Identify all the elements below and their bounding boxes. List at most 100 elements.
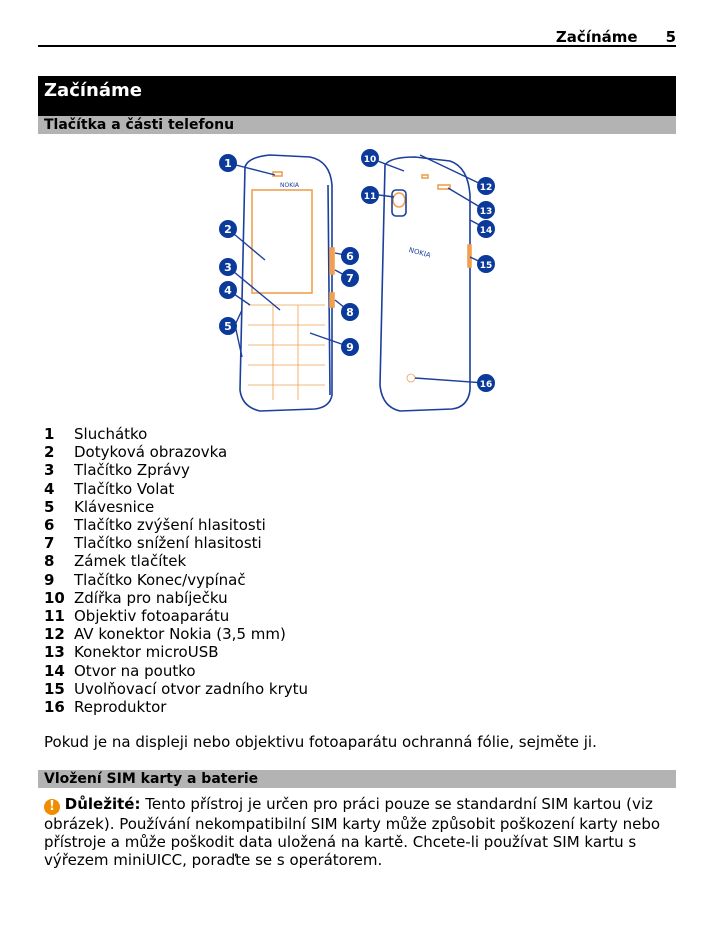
- svg-text:9: 9: [346, 341, 354, 354]
- svg-text:10: 10: [364, 155, 377, 165]
- list-item: 2 Dotyková obrazovka: [44, 443, 308, 461]
- important-notice: ! Důležité: Tento přístroj je určen pro …: [44, 795, 674, 869]
- running-header: Začínáme 5: [556, 28, 676, 46]
- item-label: Zdířka pro nabíječku: [74, 588, 228, 607]
- callout-12: 12: [477, 177, 495, 195]
- item-label: Dotyková obrazovka: [74, 443, 228, 462]
- svg-text:8: 8: [346, 306, 354, 319]
- svg-text:4: 4: [224, 284, 232, 297]
- list-item: 15 Uvolňovací otvor zadního krytu: [44, 680, 308, 698]
- item-number: 7: [44, 534, 55, 553]
- item-label: AV konektor Nokia (3,5 mm): [74, 625, 286, 644]
- svg-text:11: 11: [364, 192, 377, 202]
- svg-text:16: 16: [480, 380, 493, 390]
- list-item: 14 Otvor na poutko: [44, 662, 308, 680]
- callout-13: 13: [477, 201, 495, 219]
- section-heading-sim-battery: Vložení SIM karty a baterie: [38, 770, 676, 788]
- item-number: 16: [44, 698, 65, 717]
- item-number: 1: [44, 425, 55, 443]
- item-number: 10: [44, 588, 65, 607]
- keypad: [248, 304, 325, 400]
- touch-screen: [251, 189, 313, 294]
- svg-text:7: 7: [346, 272, 354, 285]
- protective-film-note: Pokud je na displeji nebo objektivu foto…: [44, 733, 597, 751]
- callout-11: 11: [361, 186, 379, 204]
- item-number: 11: [44, 607, 65, 626]
- item-label: Tlačítko snížení hlasitosti: [74, 534, 262, 553]
- svg-text:2: 2: [224, 223, 232, 236]
- svg-text:12: 12: [480, 183, 493, 193]
- item-number: 3: [44, 461, 55, 480]
- important-label: Důležité:: [64, 795, 141, 813]
- callout-4: 4: [219, 281, 237, 299]
- header-rule: [38, 45, 676, 47]
- parts-list: 1 Sluchátko 2 Dotyková obrazovka 3 Tlačítko Z…: [44, 425, 308, 716]
- item-label: Otvor na poutko: [74, 661, 196, 680]
- item-label: Tlačítko Volat: [74, 479, 175, 498]
- svg-text:6: 6: [346, 250, 354, 263]
- item-number: 14: [44, 661, 65, 680]
- list-item: 13 Konektor microUSB: [44, 643, 308, 661]
- list-item: 7 Tlačítko snížení hlasitosti: [44, 534, 308, 552]
- back-logo: NOKIA: [408, 246, 432, 260]
- item-number: 13: [44, 643, 65, 662]
- svg-text:13: 13: [480, 207, 493, 217]
- callout-6: 6: [341, 247, 359, 265]
- item-number: 8: [44, 552, 55, 571]
- item-label: Objektiv fotoaparátu: [74, 607, 230, 626]
- item-label: Reproduktor: [74, 698, 167, 717]
- item-number: 12: [44, 625, 65, 644]
- callout-9: 9: [341, 338, 359, 356]
- phone-parts-diagram: NOKIA NOKIA 1 2 3 4 5: [219, 149, 495, 412]
- item-number: 2: [44, 443, 55, 462]
- page-number: 5: [665, 28, 676, 46]
- list-item: 11 Objektiv fotoaparátu: [44, 607, 308, 625]
- front-logo: NOKIA: [280, 182, 300, 189]
- callout-14: 14: [477, 220, 495, 238]
- svg-text:5: 5: [224, 320, 232, 333]
- list-item: 12 AV konektor Nokia (3,5 mm): [44, 625, 308, 643]
- item-label: Zámek tlačítek: [74, 552, 187, 571]
- item-label: Uvolňovací otvor zadního krytu: [74, 679, 309, 698]
- callout-1: 1: [219, 154, 237, 172]
- item-label: Konektor microUSB: [74, 643, 219, 662]
- list-item: 10 Zdířka pro nabíječku: [44, 589, 308, 607]
- callouts: 1 2 3 4 5 6 7 8 9 10 11 12 13 14 15 16: [219, 149, 495, 392]
- callout-10: 10: [361, 149, 379, 167]
- chapter-title: Začínáme: [38, 76, 676, 116]
- item-number: 15: [44, 679, 65, 698]
- list-item: 3 Tlačítko Zprávy: [44, 461, 308, 479]
- section-heading-buttons-parts: Tlačítka a části telefonu: [38, 116, 676, 134]
- item-number: 5: [44, 497, 55, 516]
- callout-5: 5: [219, 317, 237, 335]
- callout-2: 2: [219, 220, 237, 238]
- important-text: Tento přístroj je určen pro práci pouze …: [44, 795, 661, 869]
- item-number: 9: [44, 570, 55, 589]
- phone-back: NOKIA: [379, 156, 472, 412]
- callout-8: 8: [341, 303, 359, 321]
- phone-front: NOKIA: [239, 154, 335, 412]
- item-label: Tlačítko Zprávy: [74, 461, 190, 480]
- list-item: 1 Sluchátko: [44, 425, 308, 443]
- svg-text:15: 15: [480, 261, 493, 271]
- item-label: Tlačítko zvýšení hlasitosti: [74, 516, 266, 535]
- callout-16: 16: [477, 374, 495, 392]
- item-label: Tlačítko Konec/vypínač: [74, 570, 246, 589]
- callout-3: 3: [219, 258, 237, 276]
- svg-text:1: 1: [224, 157, 232, 170]
- callout-7: 7: [341, 269, 359, 287]
- item-label: Sluchátko: [74, 425, 148, 443]
- svg-text:14: 14: [480, 226, 493, 236]
- list-item: 5 Klávesnice: [44, 498, 308, 516]
- speaker-grille: [406, 373, 416, 383]
- item-label: Klávesnice: [74, 497, 155, 516]
- svg-text:3: 3: [224, 261, 232, 274]
- warning-icon: !: [44, 799, 60, 815]
- list-item: 16 Reproduktor: [44, 698, 308, 716]
- running-header-title: Začínáme: [555, 28, 638, 46]
- callout-15: 15: [477, 255, 495, 273]
- item-number: 4: [44, 479, 55, 498]
- list-item: 4 Tlačítko Volat: [44, 480, 308, 498]
